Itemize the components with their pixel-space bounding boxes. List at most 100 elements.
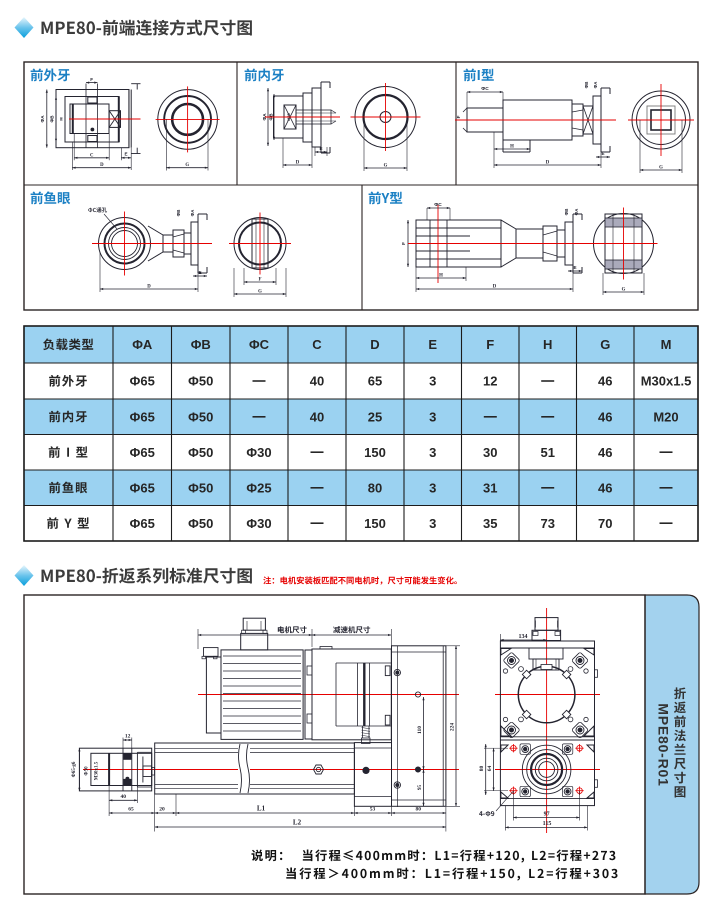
svg-text:Φ65: Φ65 xyxy=(130,445,155,460)
svg-text:ΦA: ΦA xyxy=(132,337,153,352)
svg-text:224: 224 xyxy=(450,723,456,732)
svg-text:E: E xyxy=(198,270,201,275)
svg-text:F: F xyxy=(486,337,494,352)
svg-text:95: 95 xyxy=(418,785,423,791)
svg-text:80: 80 xyxy=(416,807,422,813)
svg-text:L1: L1 xyxy=(257,805,266,813)
svg-text:G: G xyxy=(600,337,610,352)
svg-text:ΦB: ΦB xyxy=(584,82,589,89)
svg-text:G: G xyxy=(185,163,189,168)
svg-text:46: 46 xyxy=(598,445,612,460)
svg-text:70: 70 xyxy=(598,516,612,531)
svg-text:Φ30: Φ30 xyxy=(246,445,271,460)
svg-text:Φ50: Φ50 xyxy=(188,409,213,424)
svg-text:150: 150 xyxy=(364,445,386,460)
svg-text:150: 150 xyxy=(364,516,386,531)
svg-text:40: 40 xyxy=(310,409,324,424)
svg-text:ΦB: ΦB xyxy=(564,209,569,216)
svg-text:3: 3 xyxy=(429,480,436,495)
svg-text:E: E xyxy=(319,146,322,151)
svg-text:M: M xyxy=(661,337,672,352)
svg-text:80: 80 xyxy=(479,766,485,772)
svg-text:Φ50: Φ50 xyxy=(84,766,89,776)
svg-text:ΦB: ΦB xyxy=(50,115,55,123)
svg-text:D: D xyxy=(296,161,300,166)
svg-text:F: F xyxy=(259,278,262,283)
svg-text:ΦB: ΦB xyxy=(176,210,181,217)
svg-text:Φ30: Φ30 xyxy=(246,516,271,531)
svg-text:E: E xyxy=(124,151,127,156)
svg-text:35: 35 xyxy=(483,516,497,531)
svg-text:D: D xyxy=(370,337,379,352)
svg-text:97: 97 xyxy=(544,811,550,817)
svg-text:C: C xyxy=(90,153,94,158)
svg-text:Φ25: Φ25 xyxy=(246,480,271,495)
svg-text:3: 3 xyxy=(429,374,436,389)
svg-text:115: 115 xyxy=(543,821,552,827)
svg-text:E: E xyxy=(428,337,437,352)
svg-text:53: 53 xyxy=(370,807,376,813)
svg-text:ΦB: ΦB xyxy=(191,337,211,352)
svg-text:3: 3 xyxy=(429,409,436,424)
svg-text:46: 46 xyxy=(598,374,612,389)
svg-text:ΦA: ΦA xyxy=(593,81,598,89)
svg-text:G: G xyxy=(384,164,388,169)
svg-text:20: 20 xyxy=(159,807,165,813)
svg-text:ΦA: ΦA xyxy=(190,209,195,217)
svg-text:Φ50: Φ50 xyxy=(188,480,213,495)
svg-text:46: 46 xyxy=(598,480,612,495)
svg-text:C: C xyxy=(312,337,322,352)
svg-text:M30x1.5: M30x1.5 xyxy=(641,374,692,389)
svg-text:E: E xyxy=(573,265,576,270)
svg-text:Φ65: Φ65 xyxy=(130,480,155,495)
svg-text:ΦA: ΦA xyxy=(262,113,267,121)
svg-text:Φ65: Φ65 xyxy=(130,516,155,531)
svg-text:D: D xyxy=(147,285,151,290)
svg-text:Φ50: Φ50 xyxy=(188,374,213,389)
svg-text:134: 134 xyxy=(519,634,528,640)
svg-text:110: 110 xyxy=(417,726,423,734)
svg-text:MPE80-R01: MPE80-R01 xyxy=(656,703,672,786)
svg-text:73: 73 xyxy=(541,516,555,531)
svg-text:30: 30 xyxy=(483,445,497,460)
svg-text:3: 3 xyxy=(429,445,436,460)
svg-text:D: D xyxy=(493,285,497,290)
svg-text:Φ65-g6: Φ65-g6 xyxy=(72,761,77,777)
svg-text:E: E xyxy=(601,151,604,156)
svg-text:G: G xyxy=(622,288,626,293)
svg-text:12: 12 xyxy=(483,374,497,389)
svg-text:H: H xyxy=(510,145,514,150)
svg-text:H: H xyxy=(543,337,552,352)
svg-text:ΦC: ΦC xyxy=(249,337,270,352)
svg-text:12: 12 xyxy=(125,733,131,739)
svg-text:ΦA: ΦA xyxy=(40,115,45,123)
svg-text:M: M xyxy=(59,117,64,121)
svg-text:65: 65 xyxy=(368,374,382,389)
svg-text:40: 40 xyxy=(121,794,127,800)
svg-text:ΦC: ΦC xyxy=(434,202,442,208)
svg-text:65: 65 xyxy=(128,807,134,813)
svg-text:F: F xyxy=(90,77,93,82)
svg-text:ΦC: ΦC xyxy=(481,86,489,92)
svg-text:H: H xyxy=(439,274,443,279)
svg-text:F: F xyxy=(401,242,406,245)
svg-text:D: D xyxy=(100,163,104,168)
svg-text:40: 40 xyxy=(310,374,324,389)
svg-text:Φ50: Φ50 xyxy=(188,445,213,460)
svg-text:31: 31 xyxy=(483,480,497,495)
svg-text:G: G xyxy=(258,290,262,295)
svg-text:3: 3 xyxy=(429,516,436,531)
svg-text:Φ65: Φ65 xyxy=(130,409,155,424)
svg-text:ΦA: ΦA xyxy=(574,208,579,216)
svg-text:L2: L2 xyxy=(293,819,302,827)
svg-text:G: G xyxy=(659,166,663,171)
svg-text:64: 64 xyxy=(487,766,493,772)
svg-text:80: 80 xyxy=(368,480,382,495)
svg-text:M30x1.5: M30x1.5 xyxy=(95,761,100,780)
svg-text:25: 25 xyxy=(368,409,382,424)
svg-text:46: 46 xyxy=(598,409,612,424)
svg-text:M20: M20 xyxy=(653,409,678,424)
svg-text:D: D xyxy=(546,161,550,166)
svg-text:51: 51 xyxy=(541,445,555,460)
svg-text:F: F xyxy=(456,115,461,118)
